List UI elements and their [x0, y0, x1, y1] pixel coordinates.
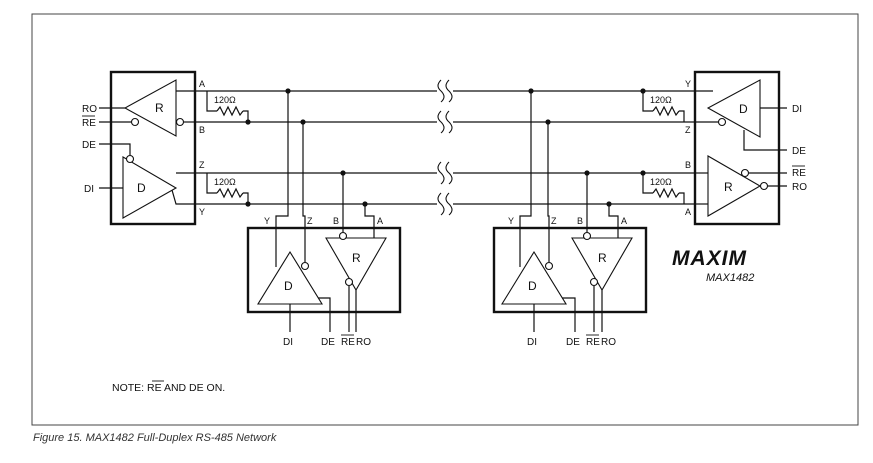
node1-de-label: DE: [321, 337, 335, 348]
right-ro-label: RO: [792, 182, 807, 193]
figure-caption: Figure 15. MAX1482 Full-Duplex RS-485 Ne…: [33, 432, 277, 444]
node2-y-label: Y: [508, 216, 514, 226]
figure-frame: [31, 13, 859, 426]
left-receiver-label: R: [155, 101, 164, 115]
node2-de-label: DE: [566, 337, 580, 348]
node1-receiver-label: R: [352, 251, 361, 265]
right-top-resistor-label: 120Ω: [650, 95, 672, 105]
middle-node-2: Y Z B A D DI DE R RE RO: [492, 88, 648, 348]
right-de-label: DE: [792, 146, 806, 157]
left-driver-label: D: [137, 181, 146, 195]
left-a-label: A: [199, 79, 205, 89]
right-termination-resistors: 120Ω 120Ω: [640, 88, 685, 204]
left-top-resistor-label: 120Ω: [214, 95, 236, 105]
right-b-label: B: [685, 160, 691, 170]
node1-driver-label: D: [284, 279, 293, 293]
node1-a-label: A: [377, 216, 383, 226]
node2-a-label: A: [621, 216, 627, 226]
node1-re-label: RE: [341, 337, 355, 348]
right-z-label: Z: [685, 125, 691, 135]
left-de-label: DE: [82, 140, 96, 151]
node1-di-label: DI: [283, 337, 293, 348]
node2-re-label: RE: [586, 337, 600, 348]
left-termination-resistors: 120Ω 120Ω: [206, 91, 251, 207]
node2-z-label: Z: [551, 216, 557, 226]
left-node: R RO RE D DE DI A B Z Y: [82, 70, 205, 226]
right-node: D DI DE Y Z R RE RO B A: [685, 70, 807, 226]
maxim-logo: MAXIM MAX1482: [672, 247, 754, 284]
node1-y-label: Y: [264, 216, 270, 226]
left-b-label: B: [199, 125, 205, 135]
node1-z-label: Z: [307, 216, 313, 226]
left-bottom-resistor-label: 120Ω: [214, 177, 236, 187]
node2-ro-label: RO: [601, 337, 616, 348]
part-number: MAX1482: [706, 272, 754, 284]
right-di-label: DI: [792, 104, 802, 115]
left-z-label: Z: [199, 160, 205, 170]
node2-receiver-label: R: [598, 251, 607, 265]
left-y-label: Y: [199, 207, 205, 217]
left-re-label: RE: [82, 118, 96, 129]
left-di-label: DI: [84, 184, 94, 195]
right-y-label: Y: [685, 79, 691, 89]
brand-logo: MAXIM: [672, 247, 747, 270]
note: NOTE: RE AND DE ON.: [112, 380, 225, 394]
left-ro-label: RO: [82, 104, 97, 115]
right-a-label: A: [685, 207, 691, 217]
right-re-label: RE: [792, 168, 806, 179]
middle-node-1: Y Z B A D DI DE R RE RO: [246, 88, 402, 348]
node2-di-label: DI: [527, 337, 537, 348]
right-driver-label: D: [739, 102, 748, 116]
right-receiver-label: R: [724, 180, 733, 194]
node1-b-label: B: [333, 216, 339, 226]
line-break-marks: [437, 79, 453, 220]
node2-driver-label: D: [528, 279, 537, 293]
note-text: NOTE: RE AND DE ON.: [112, 382, 225, 394]
node1-ro-label: RO: [356, 337, 371, 348]
right-bottom-resistor-label: 120Ω: [650, 177, 672, 187]
node2-b-label: B: [577, 216, 583, 226]
